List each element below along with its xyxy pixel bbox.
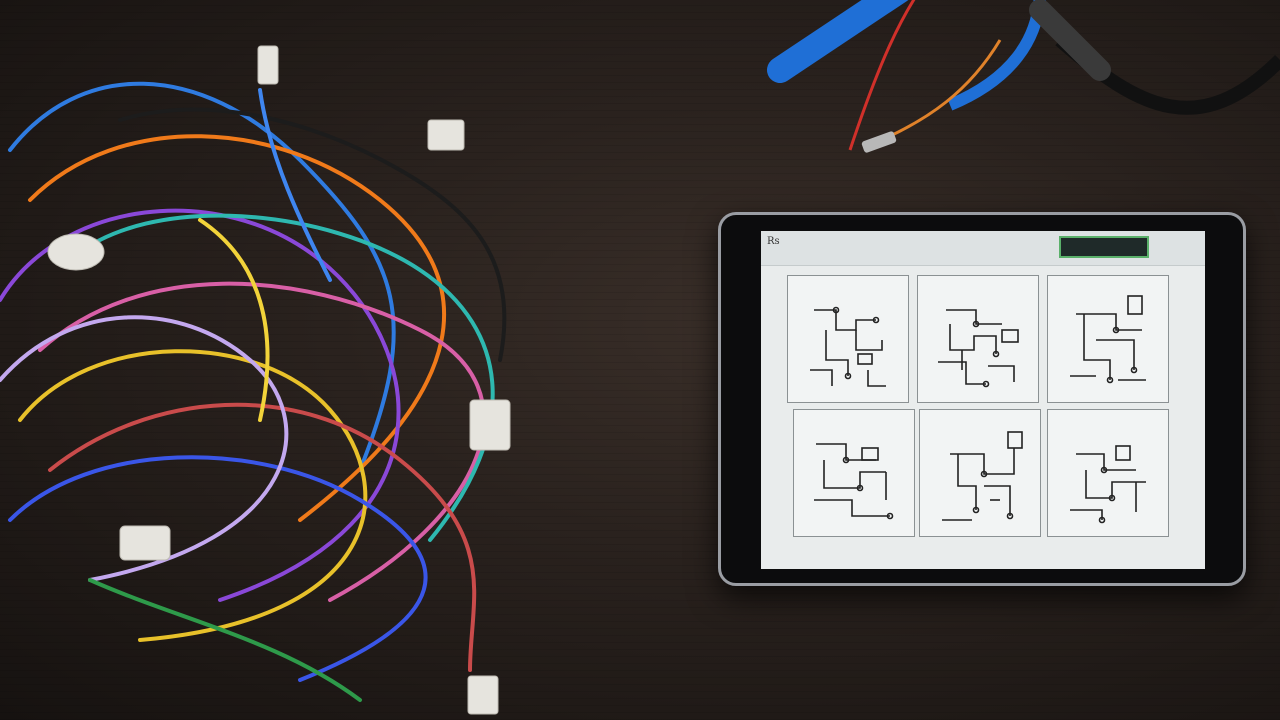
connector-mid	[427, 119, 465, 151]
blue-wire-loop	[947, 0, 1046, 111]
wire-red	[48, 402, 477, 672]
wire-green	[88, 578, 362, 702]
wire-blue-3	[258, 88, 332, 282]
wire-lavender	[0, 315, 289, 582]
schematic-card[interactable]	[919, 409, 1041, 537]
wire-blue-2	[8, 455, 428, 682]
wire-yellow-2	[198, 218, 270, 422]
screen-header: Rs	[761, 231, 1205, 266]
wire-yellow	[18, 349, 368, 642]
wire-blue	[8, 81, 396, 472]
connector-left	[47, 233, 105, 271]
schematic-icon	[1070, 295, 1146, 384]
wire-orange	[28, 134, 447, 522]
schematic-card[interactable]	[1047, 409, 1169, 537]
tablet-screen[interactable]: Rs	[761, 231, 1205, 569]
schematic-icon	[942, 431, 1023, 521]
app-title: Rs	[767, 236, 780, 247]
connector-bottom	[119, 525, 171, 561]
app-badge[interactable]	[1059, 236, 1149, 258]
schematic-card[interactable]	[787, 275, 909, 403]
schematic-icon	[810, 306, 886, 387]
schematic-card[interactable]	[793, 409, 915, 537]
wire-pink	[38, 281, 486, 602]
schematic-card[interactable]	[1047, 275, 1169, 403]
connector-right	[469, 399, 511, 451]
schematic-card[interactable]	[917, 275, 1039, 403]
tablet: Rs	[718, 212, 1246, 586]
wire-black	[118, 107, 507, 362]
blue-tool-handle	[767, 0, 909, 83]
schematic-icon	[938, 309, 1019, 388]
schematic-icon	[814, 443, 894, 520]
cable-plug	[1029, 0, 1111, 81]
schematic-grid	[787, 275, 1179, 545]
probe-tip	[861, 131, 897, 153]
connector-top	[257, 45, 279, 85]
red-lead	[848, 0, 916, 151]
connector-end	[467, 675, 499, 715]
schematic-icon	[1070, 445, 1146, 524]
